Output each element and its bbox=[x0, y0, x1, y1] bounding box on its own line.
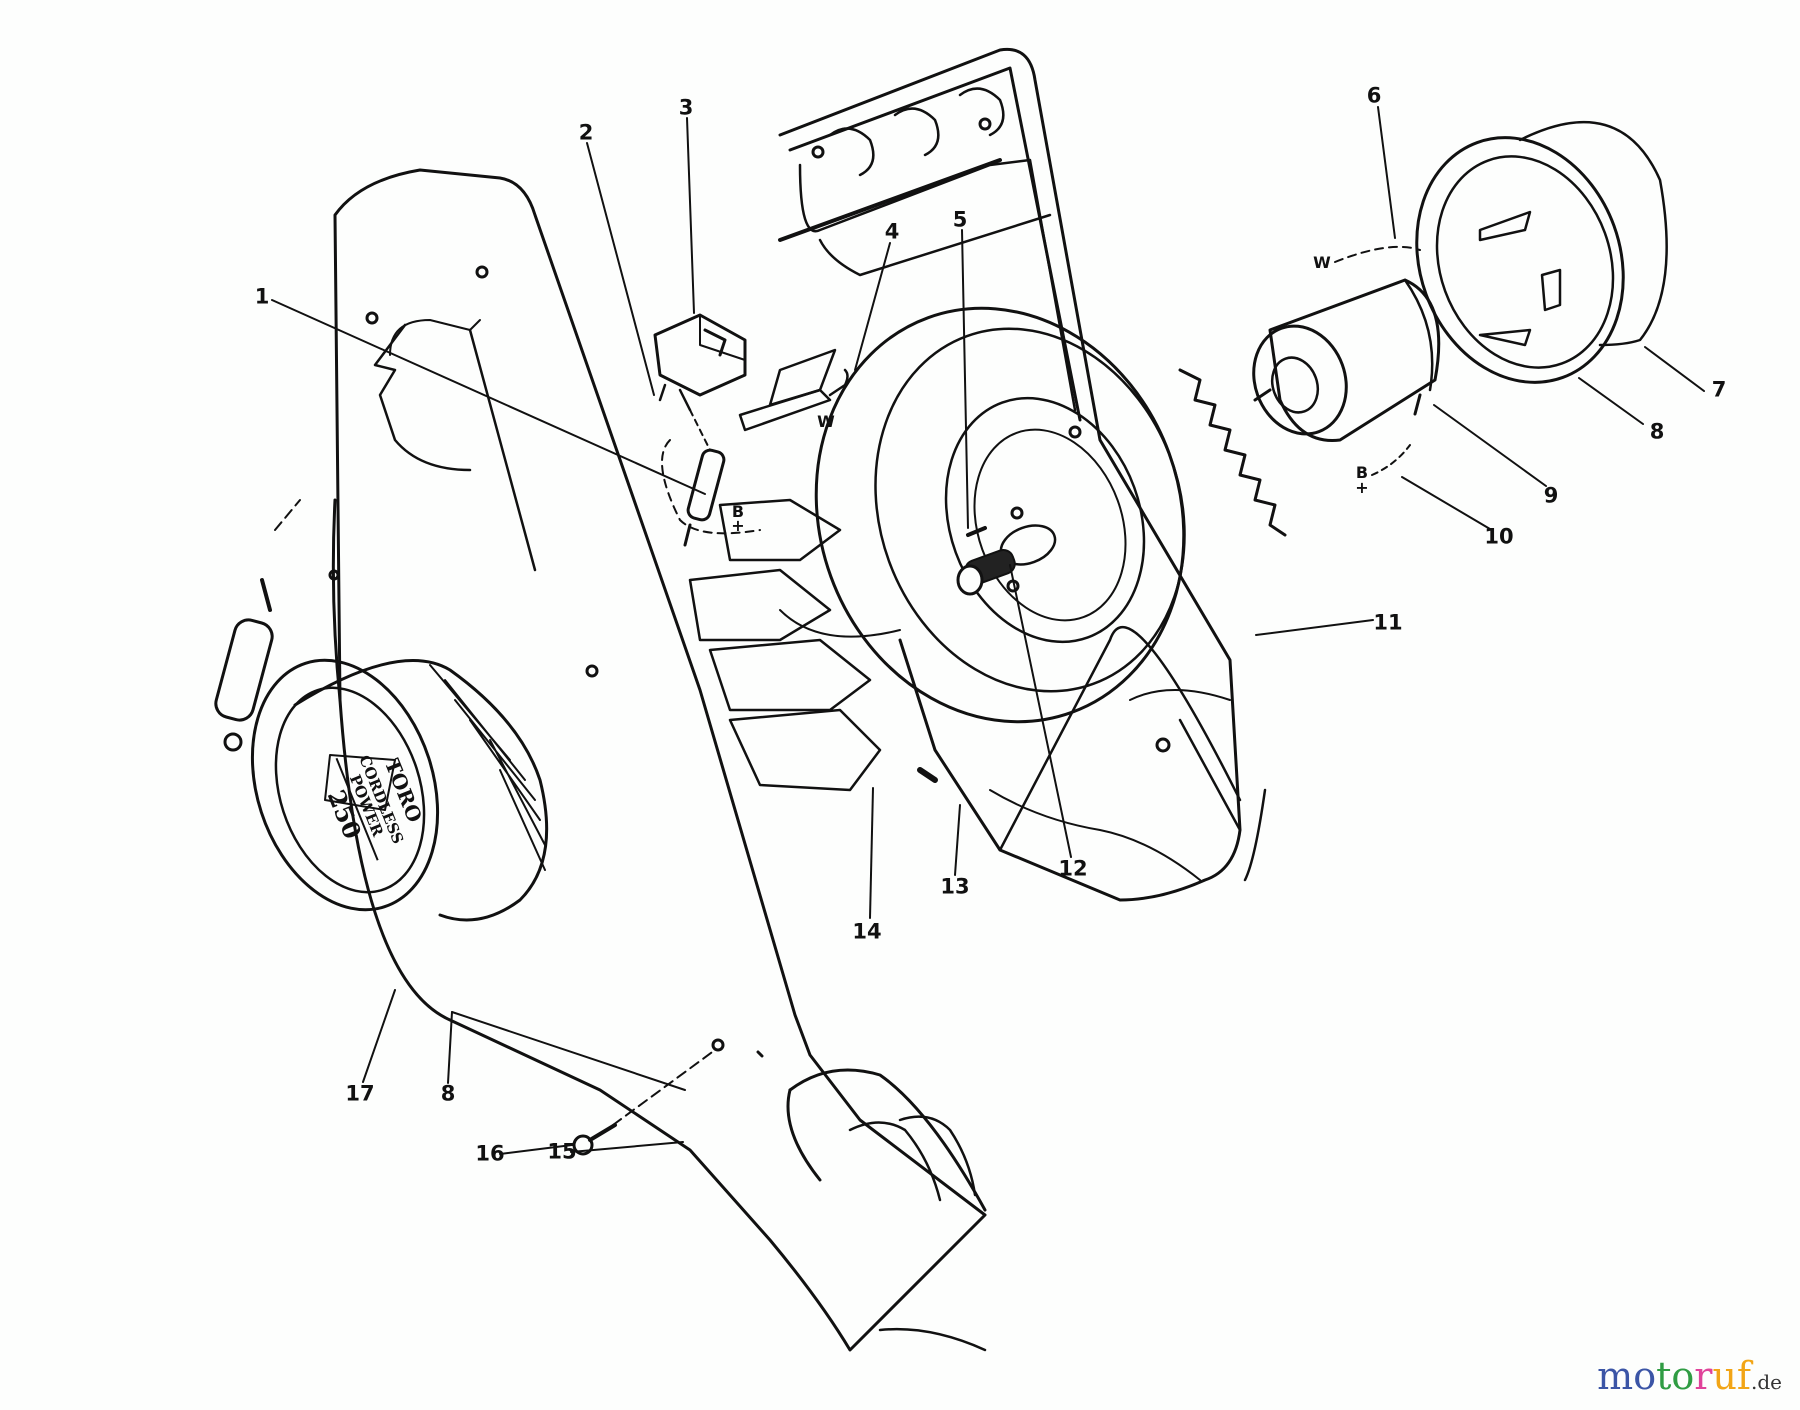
callout-8-left: 8 bbox=[440, 1081, 456, 1106]
impeller bbox=[688, 498, 901, 792]
watermark-letter: r bbox=[1694, 1354, 1713, 1398]
outlet-tube bbox=[786, 1068, 987, 1352]
switch-and-wiring bbox=[653, 313, 849, 547]
callout-9: 9 bbox=[1543, 483, 1559, 508]
callout-3: 3 bbox=[678, 95, 694, 120]
motor bbox=[1252, 278, 1441, 442]
watermark-letter: f bbox=[1736, 1354, 1751, 1398]
wire-label-w-switch: W bbox=[817, 412, 835, 431]
watermark-letter: o bbox=[1671, 1354, 1695, 1398]
callout-15: 15 bbox=[547, 1139, 577, 1164]
callout-6: 6 bbox=[1366, 83, 1382, 108]
wire-label-plus-switch: + bbox=[731, 516, 745, 535]
plug bbox=[214, 499, 301, 752]
shaft-hub bbox=[917, 548, 1016, 783]
callout-13: 13 bbox=[940, 874, 970, 899]
wire-label-plus-motor: + bbox=[1355, 478, 1369, 497]
wire-label-b-motor: B bbox=[1355, 463, 1369, 482]
callout-7: 7 bbox=[1711, 377, 1727, 402]
callout-8-right: 8 bbox=[1649, 419, 1665, 444]
callout-1: 1 bbox=[254, 284, 270, 309]
wire-label-w-motor: W bbox=[1313, 253, 1331, 272]
front-housing bbox=[328, 168, 987, 1352]
screw bbox=[572, 1123, 617, 1156]
callout-4: 4 bbox=[884, 219, 900, 244]
watermark: motoruf.de bbox=[1597, 1354, 1782, 1398]
inlet-cover bbox=[250, 658, 549, 922]
watermark-letter: o bbox=[1633, 1354, 1657, 1398]
callout-11: 11 bbox=[1373, 610, 1403, 635]
callout-2: 2 bbox=[578, 120, 594, 145]
watermark-letter: m bbox=[1597, 1354, 1634, 1398]
callout-5: 5 bbox=[952, 207, 968, 232]
end-cap bbox=[1415, 120, 1668, 384]
callout-14: 14 bbox=[852, 919, 882, 944]
watermark-suffix: .de bbox=[1751, 1370, 1782, 1394]
callout-10: 10 bbox=[1484, 524, 1514, 549]
fan-shroud bbox=[814, 306, 1186, 724]
rear-housing bbox=[778, 47, 1287, 902]
callout-16: 16 bbox=[475, 1141, 505, 1166]
callout-12: 12 bbox=[1058, 856, 1088, 881]
callout-17: 17 bbox=[345, 1081, 375, 1106]
leader-lines bbox=[271, 106, 1705, 1155]
wire-label-b-switch: B bbox=[731, 502, 745, 521]
watermark-letter: u bbox=[1712, 1354, 1737, 1398]
watermark-letter: t bbox=[1656, 1354, 1672, 1398]
